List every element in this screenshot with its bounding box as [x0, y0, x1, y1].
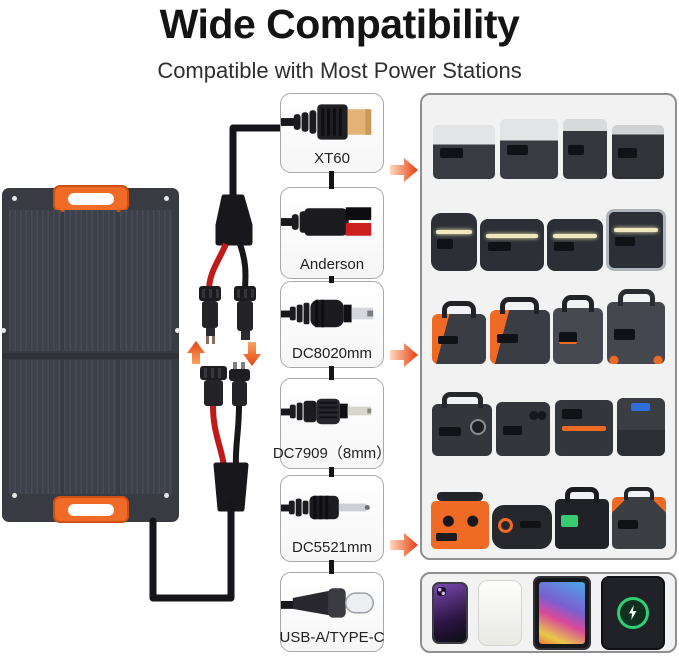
connector-label: DC8020mm: [291, 345, 373, 362]
panel-handle-bottom: [52, 496, 129, 523]
cable-black: [237, 243, 249, 289]
power-station: [433, 124, 495, 179]
power-station: [500, 118, 558, 179]
up-arrow-icon: [187, 341, 205, 364]
smartphone-image: [432, 581, 469, 644]
power-station: [480, 219, 544, 272]
power-station-row-1: [422, 95, 675, 188]
cable-top: [229, 124, 287, 202]
lightning-bolt-icon: [628, 605, 637, 620]
connector-label: USB-A/TYPE-C: [279, 629, 385, 646]
tablet-image: [532, 575, 591, 650]
right-arrow-icon: [390, 533, 418, 557]
power-station: [547, 219, 603, 272]
right-arrow-icon: [390, 158, 418, 182]
card-link-line: [329, 276, 334, 283]
power-station: [431, 300, 486, 364]
mc4-connector-lower-left: [200, 366, 227, 406]
mc4-connector-lower-right: [229, 362, 250, 406]
power-station: [489, 296, 550, 364]
power-station-row-5: [422, 465, 675, 558]
y-merge: [213, 462, 249, 512]
power-station: [431, 213, 477, 272]
power-station: [554, 400, 613, 457]
power-station: [616, 398, 665, 457]
card-link-line: [329, 366, 334, 380]
down-arrow-icon: [243, 342, 261, 366]
tablet-charging-image: [600, 575, 665, 650]
power-station: [555, 486, 609, 549]
power-station-row-4: [422, 373, 675, 466]
power-station: [607, 288, 666, 364]
dc8020-connector-icon: [281, 299, 374, 328]
right-arrow-icon: [390, 343, 418, 367]
connector-label: DC7909（8mm）: [272, 445, 392, 462]
power-station: [496, 402, 551, 457]
dc5521-connector-icon: [281, 495, 370, 520]
power-station: [612, 486, 666, 549]
dial-knob: [470, 418, 487, 435]
connector-card-dc7909: DC7909（8mm）: [273, 378, 391, 469]
dc7909-connector-icon: [281, 398, 372, 425]
usb-devices-box: [420, 572, 677, 653]
mc4-connector-upper-right: [234, 286, 256, 340]
connector-card-xt60: XT60: [280, 93, 384, 173]
screw-icon: [12, 196, 17, 201]
card-link-line: [329, 560, 334, 574]
power-station: [563, 118, 607, 179]
page-subtitle: Compatible with Most Power Stations: [157, 58, 522, 83]
power-station-row-3: [422, 280, 675, 373]
card-link-line: [329, 171, 334, 189]
xt60-connector-icon: [281, 104, 372, 140]
connector-card-dc5521: DC5521mm: [280, 475, 384, 562]
power-station: [612, 124, 664, 179]
anderson-connector-icon: [281, 207, 372, 236]
connector-card-dc8020: DC8020mm: [280, 281, 384, 368]
screw-icon: [164, 196, 169, 201]
power-bank-image: [478, 579, 523, 646]
connector-card-anderson: Anderson: [280, 187, 384, 279]
panel-cells-bottom: [9, 360, 172, 494]
power-station: [431, 491, 489, 549]
usb-c-connector-icon: [281, 588, 374, 618]
power-station: [606, 209, 666, 272]
power-station: [432, 392, 493, 457]
panel-cells-top: [9, 210, 172, 351]
solar-panel: [1, 185, 180, 523]
power-stations-box: [420, 93, 677, 560]
screw-icon: [1, 328, 6, 333]
connector-card-usb: USB-A/TYPE-C: [279, 572, 385, 652]
power-station: [492, 504, 552, 549]
panel-handle-top: [52, 185, 129, 212]
power-station: [553, 294, 604, 364]
cable-red: [206, 242, 229, 289]
page-title: Wide Compatibility: [159, 1, 520, 47]
screw-icon: [12, 493, 17, 498]
mc4-connector-upper-left: [199, 286, 221, 344]
screw-icon: [164, 493, 169, 498]
connector-label: XT60: [314, 150, 350, 167]
connector-label: DC5521mm: [291, 539, 373, 556]
cable-red-lower: [210, 405, 227, 467]
charging-ring-icon: [616, 596, 649, 629]
connector-label: Anderson: [299, 256, 365, 273]
cable-black-lower: [232, 405, 242, 467]
card-link-line: [329, 467, 334, 477]
screw-icon: [175, 328, 180, 333]
power-station-row-2: [422, 188, 675, 281]
panel-fold-line: [2, 353, 179, 359]
y-splitter: [215, 194, 253, 246]
